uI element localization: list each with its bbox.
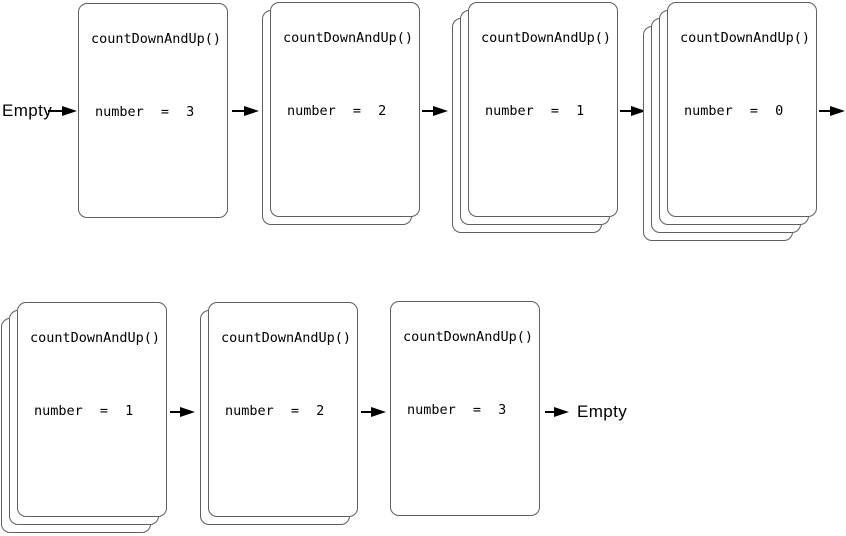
arrow-head: [830, 106, 845, 116]
arrow-shaft: [48, 110, 62, 112]
flow-arrow-icon: [422, 105, 448, 117]
stack-frame: countDownAndUp() number = 3: [78, 3, 228, 218]
arrow-head: [180, 407, 195, 417]
local-variable-label: number = 2: [225, 403, 325, 419]
arrow-head: [433, 106, 448, 116]
arrow-head: [62, 106, 77, 116]
function-name-label: countDownAndUp(): [30, 330, 161, 346]
empty-stack-label-end: Empty: [577, 402, 628, 421]
function-name-label: countDownAndUp(): [481, 30, 612, 46]
empty-stack-label-start: Empty: [2, 101, 53, 120]
flow-arrow-icon: [545, 406, 569, 418]
stack-frame-card: countDownAndUp() number = 1: [17, 302, 167, 517]
stack-frame: countDownAndUp() number = 1: [452, 2, 618, 233]
arrow-shaft: [422, 110, 433, 112]
stack-frame: countDownAndUp() number = 2: [200, 302, 358, 525]
function-name-label: countDownAndUp(): [91, 31, 222, 47]
stack-frame-card: countDownAndUp() number = 2: [270, 2, 420, 217]
flow-arrow-icon: [170, 406, 195, 418]
arrow-shaft: [361, 411, 371, 413]
flow-arrow-icon: [232, 105, 259, 117]
arrow-head: [244, 106, 259, 116]
arrow-head: [631, 106, 646, 116]
arrow-head: [554, 407, 569, 417]
arrow-shaft: [620, 110, 631, 112]
flow-arrow-icon: [48, 105, 77, 117]
stack-frame-card: countDownAndUp() number = 0: [667, 2, 817, 217]
stack-frame: countDownAndUp() number = 3: [390, 301, 540, 516]
local-variable-label: number = 1: [485, 103, 585, 119]
flow-arrow-icon: [819, 105, 845, 117]
function-name-label: countDownAndUp(): [283, 30, 414, 46]
stack-frame: countDownAndUp() number = 2: [262, 2, 420, 225]
arrow-shaft: [232, 110, 244, 112]
stack-frame-card: countDownAndUp() number = 3: [78, 3, 228, 218]
arrow-shaft: [170, 411, 180, 413]
stack-frame: countDownAndUp() number = 1: [1, 302, 167, 533]
function-name-label: countDownAndUp(): [221, 330, 352, 346]
local-variable-label: number = 3: [407, 402, 507, 418]
function-name-label: countDownAndUp(): [403, 329, 534, 345]
local-variable-label: number = 1: [34, 403, 134, 419]
stack-frame-card: countDownAndUp() number = 3: [390, 301, 540, 516]
arrow-shaft: [545, 411, 554, 413]
local-variable-label: number = 3: [95, 104, 195, 120]
arrow-head: [371, 407, 386, 417]
arrow-shaft: [819, 110, 830, 112]
flow-arrow-icon: [620, 105, 646, 117]
function-name-label: countDownAndUp(): [680, 30, 811, 46]
local-variable-label: number = 2: [287, 103, 387, 119]
flow-arrow-icon: [361, 406, 386, 418]
stack-frame-card: countDownAndUp() number = 2: [208, 302, 358, 517]
stack-frame: countDownAndUp() number = 0: [643, 2, 817, 241]
local-variable-label: number = 0: [684, 103, 784, 119]
stack-frame-card: countDownAndUp() number = 1: [468, 2, 618, 217]
